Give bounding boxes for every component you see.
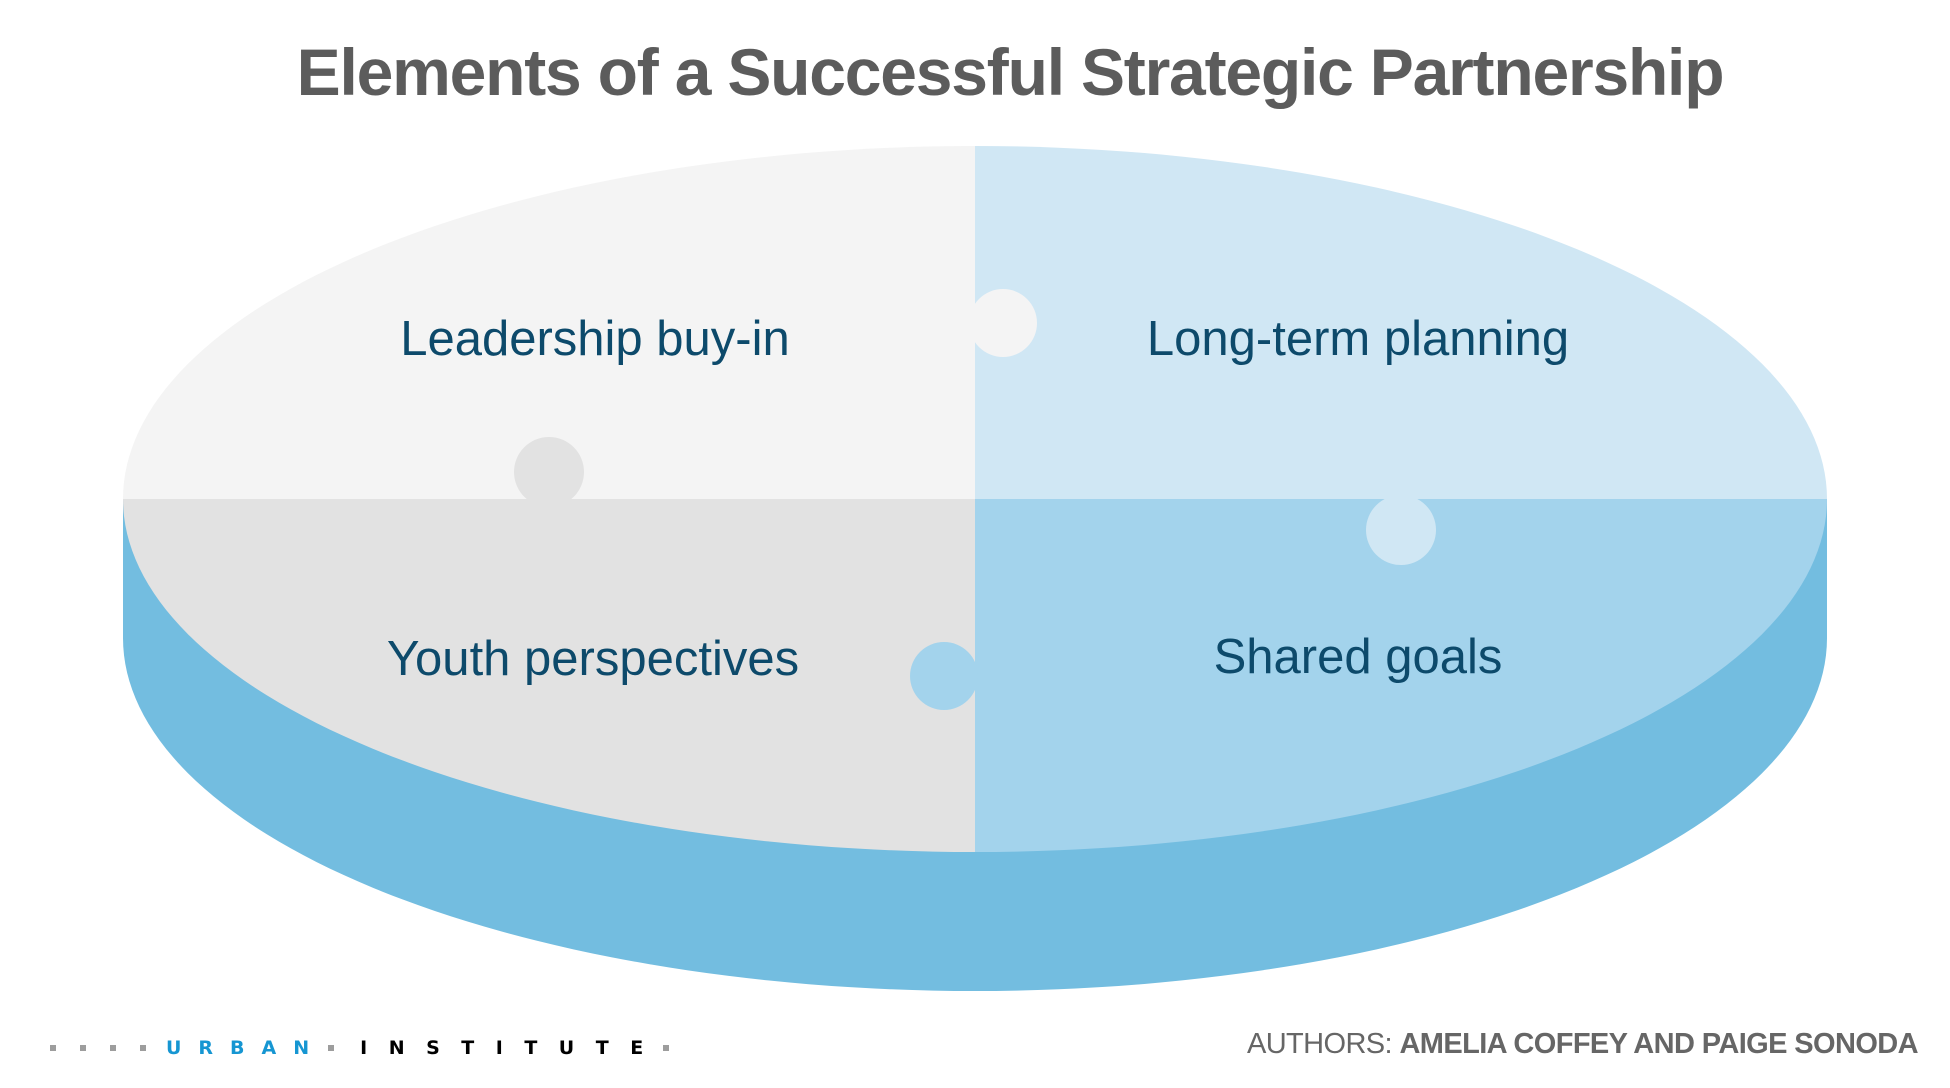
logo-dot-icon: [140, 1045, 146, 1051]
quadrant-top-left: [123, 146, 975, 499]
logo-dot-icon: [662, 1045, 669, 1051]
label-long-term-planning: Long-term planning: [1147, 312, 1569, 366]
logo-dot-icon: [50, 1045, 56, 1051]
label-youth-perspectives: Youth perspectives: [387, 632, 799, 686]
logo-text-urban: URBAN: [166, 1037, 327, 1059]
logo-dot-icon: [110, 1045, 116, 1051]
puzzle-knob-top: [969, 289, 1037, 357]
urban-institute-logo: URBAN INSTITUTE: [50, 1036, 669, 1060]
quadrant-top-right: [975, 146, 1827, 499]
authors-label: AUTHORS:: [1246, 1028, 1393, 1060]
logo-text-institute: INSTITUTE: [360, 1037, 665, 1059]
logo-dot-icon: [328, 1045, 335, 1051]
puzzle-knob-left: [514, 437, 584, 507]
label-leadership-buy-in: Leadership buy-in: [400, 312, 790, 366]
label-shared-goals: Shared goals: [1214, 630, 1503, 684]
page-title: Elements of a Successful Strategic Partn…: [296, 35, 1725, 109]
authors-names: AMELIA COFFEY AND PAIGE SONODA: [1399, 1028, 1918, 1060]
puzzle-knob-bottom: [910, 642, 978, 710]
puzzle-knob-right: [1366, 495, 1436, 565]
logo-dot-icon: [80, 1045, 86, 1051]
authors-credit: AUTHORS: AMELIA COFFEY AND PAIGE SONODA: [1246, 1028, 1919, 1061]
